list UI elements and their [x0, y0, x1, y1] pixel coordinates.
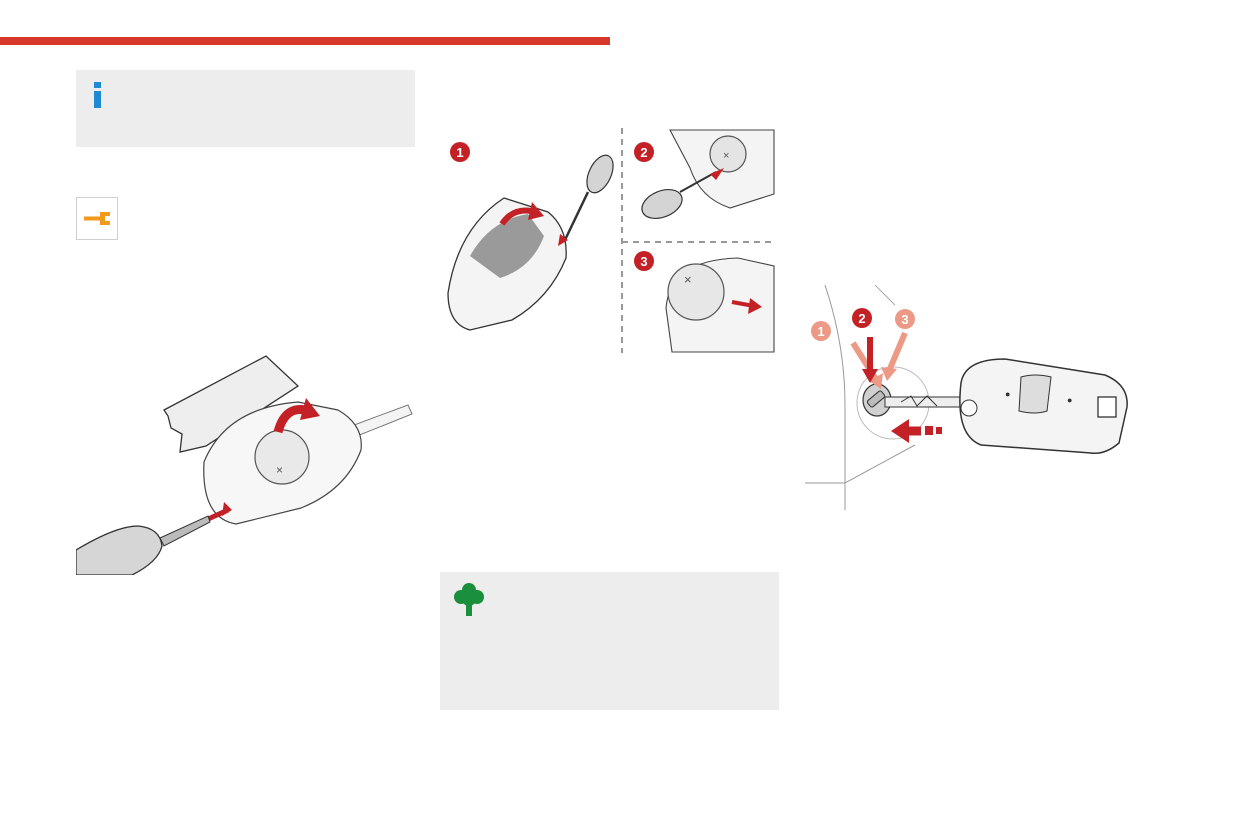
ignition-key-insertion-illustration: ● ● [805, 285, 1128, 510]
step-marker-1: 1 [450, 142, 470, 162]
step-marker-2: 2 [634, 142, 654, 162]
step-marker-3: 3 [634, 251, 654, 271]
info-note-box [76, 70, 415, 147]
info-icon [93, 82, 103, 108]
svg-text:×: × [684, 272, 692, 287]
wrench-icon [84, 212, 110, 225]
ignition-step-marker-1: 1 [811, 321, 831, 341]
ignition-step-marker-2: 2 [852, 308, 872, 328]
eco-note-box [440, 572, 779, 710]
section-header-bar [0, 37, 610, 45]
tree-icon [454, 583, 484, 616]
key-fob-cover-removal-illustration: × [76, 355, 413, 575]
svg-text:●: ● [1067, 395, 1072, 405]
maintenance-box [76, 197, 118, 240]
svg-text:×: × [723, 150, 729, 162]
ignition-step-marker-3: 3 [895, 309, 915, 329]
battery-replacement-steps-illustration: × × [447, 128, 775, 353]
svg-text:×: × [276, 463, 283, 477]
svg-text:●: ● [1005, 389, 1010, 399]
